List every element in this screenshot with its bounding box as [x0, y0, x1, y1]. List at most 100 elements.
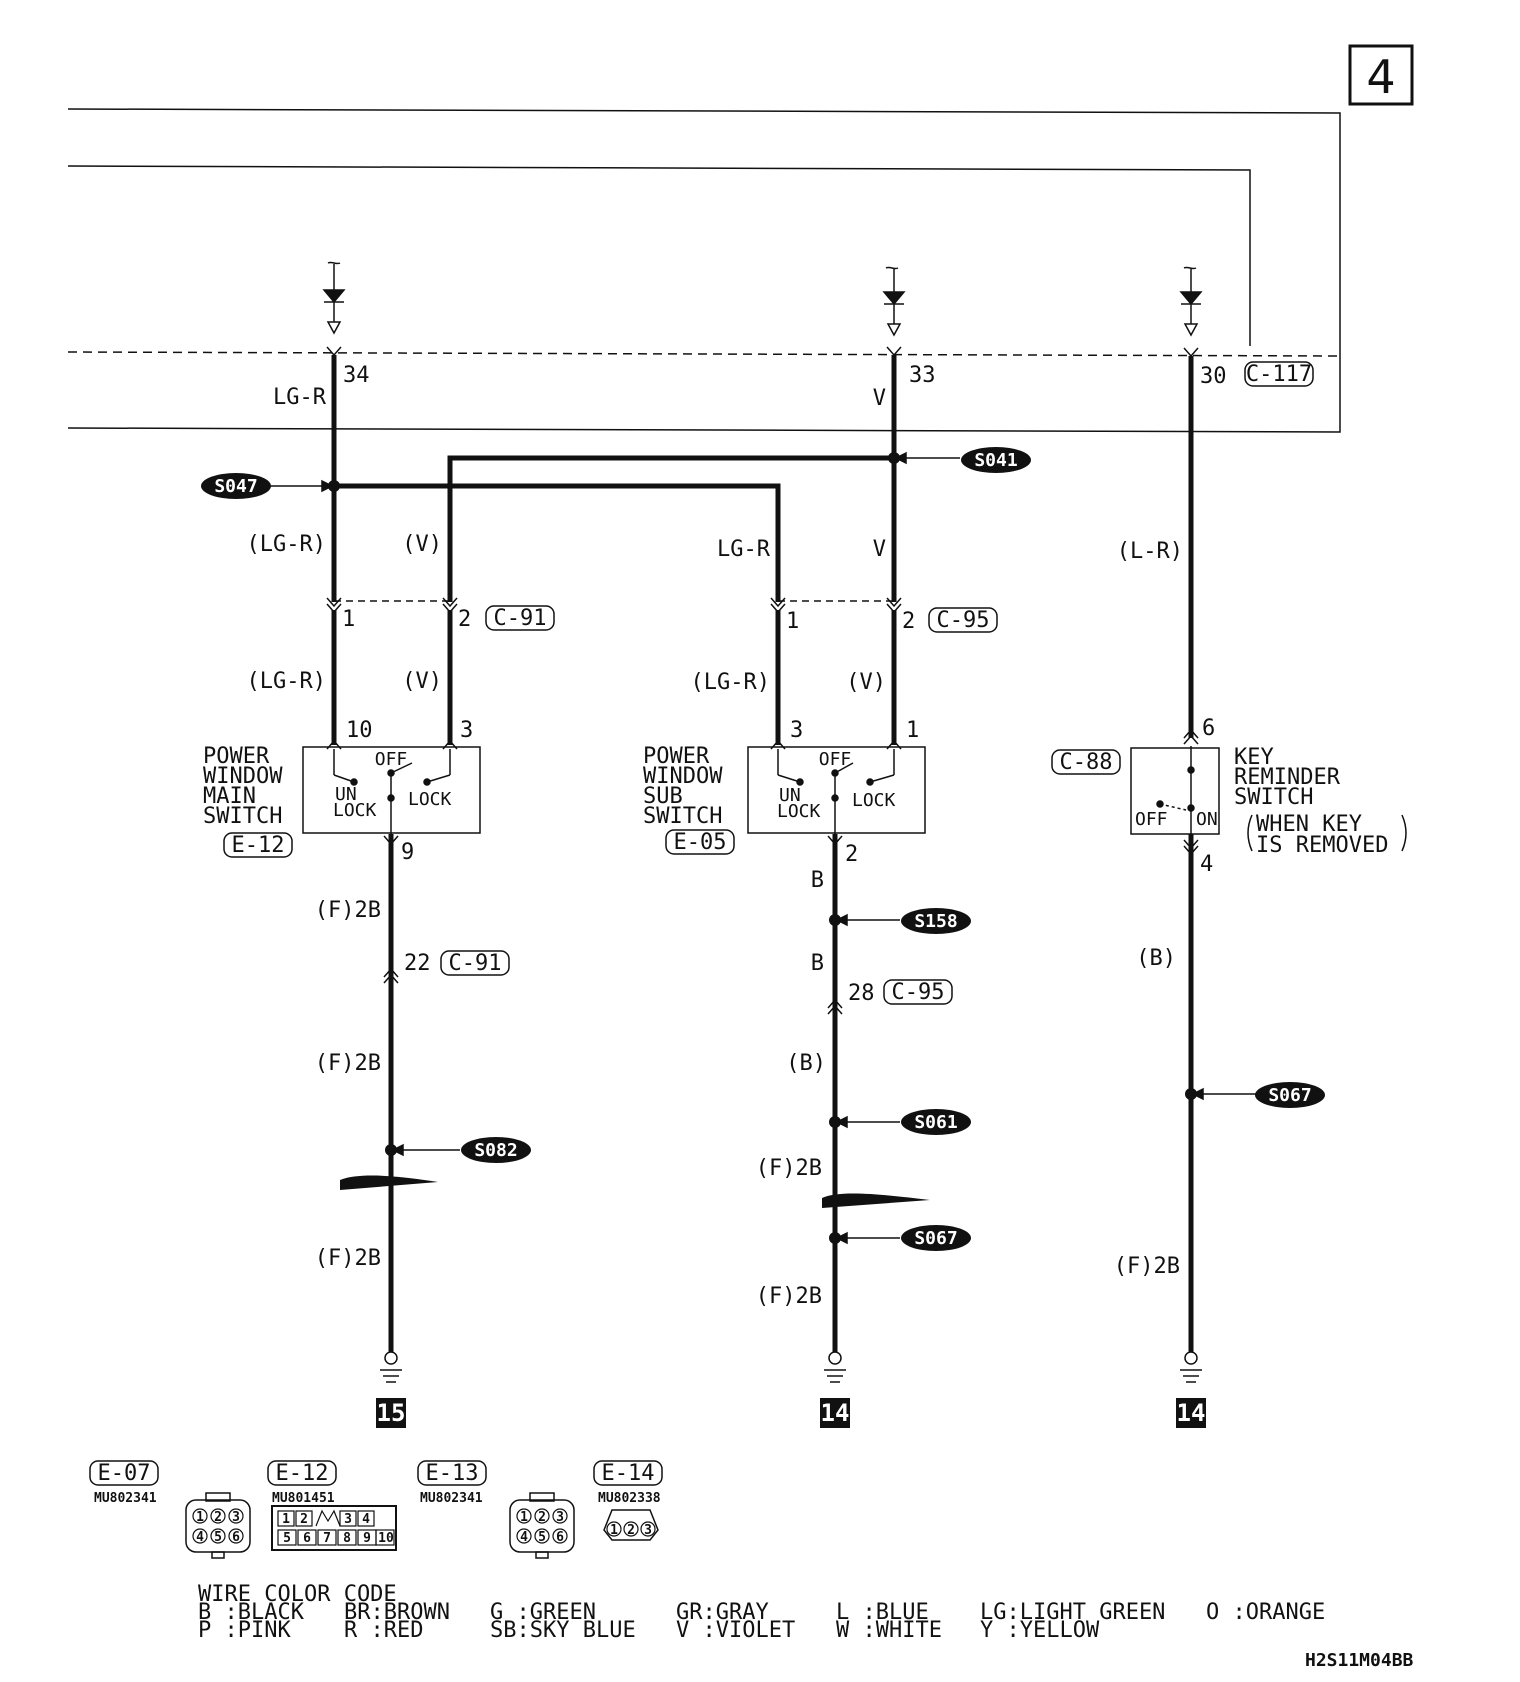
connector-c91-b: C-91 [440, 950, 510, 976]
key-wire-f2b: (F)2B [1114, 1254, 1180, 1279]
svg-text:LOCK: LOCK [777, 801, 821, 822]
svg-text:WINDOW: WINDOW [203, 764, 283, 789]
key-switch-pin-6: 6 [1202, 716, 1215, 741]
svg-text:3: 3 [556, 1510, 564, 1525]
sub-switch-pin-3: 3 [790, 718, 803, 743]
wire-label-sub-v-upper: V [873, 537, 886, 562]
svg-text:L :BLUE: L :BLUE [836, 1600, 929, 1625]
wire-label-lg-r-lower: (LG-R) [247, 669, 326, 694]
splice-s041: S041 [961, 447, 1031, 473]
main-switch-pin-3: 3 [460, 718, 473, 743]
main-wire-f2b-1: (F)2B [315, 898, 381, 923]
svg-text:1: 1 [282, 1512, 290, 1527]
ground-point-main: 15 [376, 1398, 406, 1428]
svg-text:POWER: POWER [643, 744, 710, 769]
wire-label-v-upper: (V) [402, 532, 442, 557]
wire-label-sub-v-lower: (V) [846, 670, 886, 695]
svg-text:UN: UN [779, 785, 801, 806]
main-pin-22: 22 [404, 951, 431, 976]
main-switch-pin-9: 9 [401, 840, 414, 865]
svg-text:E-13: E-13 [426, 1461, 479, 1486]
svg-text:MU801451: MU801451 [272, 1491, 335, 1506]
splice-dots [328, 452, 1197, 1244]
svg-text:MAIN: MAIN [203, 784, 256, 809]
main-wire-f2b-3: (F)2B [315, 1246, 381, 1271]
wire-label-lg-r-top: LG-R [273, 385, 327, 410]
pin-34: 34 [343, 363, 370, 388]
pin-c95-2: 2 [902, 609, 915, 634]
ground-point-sub: 14 [820, 1398, 850, 1428]
svg-text:GR:GRAY: GR:GRAY [676, 1600, 769, 1625]
connector-view-e07: E-07 MU802341 1 2 3 4 5 6 [89, 1460, 251, 1559]
pin-c91-2: 2 [458, 607, 471, 632]
drawing-code: H2S11M04BB [1305, 1650, 1414, 1671]
svg-text:C-95: C-95 [937, 608, 990, 633]
diode-30 [1179, 266, 1203, 337]
splice-s047: S047 [201, 473, 271, 499]
pin-c91-1: 1 [342, 607, 355, 632]
sub-wire-f2b-1: (F)2B [756, 1156, 822, 1181]
svg-text:E-14: E-14 [602, 1461, 655, 1486]
terminal-chevrons [326, 346, 1199, 1015]
connector-e05: E-05 [665, 829, 735, 855]
svg-text:C-88: C-88 [1060, 750, 1113, 775]
svg-text:OFF: OFF [375, 749, 408, 770]
svg-text:LOCK: LOCK [852, 790, 896, 811]
splice-s067-key: S067 [1255, 1082, 1325, 1108]
svg-text:5: 5 [214, 1530, 222, 1545]
pin-30: 30 [1200, 364, 1227, 389]
wire-label-sub-lg-r-upper: LG-R [717, 537, 771, 562]
sub-wire-b-3: (B) [786, 1051, 826, 1076]
svg-text:8: 8 [343, 1531, 351, 1546]
svg-text:5: 5 [283, 1531, 291, 1546]
svg-text:POWER: POWER [203, 744, 270, 769]
wire-s041-to-main [447, 455, 894, 602]
svg-text:W :WHITE: W :WHITE [836, 1618, 942, 1643]
svg-text:10: 10 [378, 1531, 394, 1546]
svg-text:S067: S067 [914, 1228, 957, 1249]
splice-s082: S082 [461, 1137, 531, 1163]
svg-text:14: 14 [1177, 1399, 1206, 1427]
splice-arrows [270, 451, 1256, 1245]
svg-text:9: 9 [363, 1531, 371, 1546]
svg-text:G :GREEN: G :GREEN [490, 1600, 596, 1625]
svg-text:P :PINK: P :PINK [198, 1618, 291, 1643]
svg-text:C-117: C-117 [1246, 362, 1312, 387]
svg-text:2: 2 [538, 1510, 546, 1525]
svg-text:6: 6 [556, 1530, 564, 1545]
wire-color-code-legend: WIRE COLOR CODE B :BLACK BR:BROWN G :GRE… [198, 1582, 1325, 1643]
power-window-sub-switch: 3 1 POWER WINDOW SUB SWITCH OFF UN LOCK … [643, 718, 926, 867]
connector-c88: C-88 [1051, 749, 1121, 775]
sub-wire-b-2: B [811, 951, 824, 976]
svg-text:SWITCH: SWITCH [203, 804, 282, 829]
key-reminder-switch: 6 C-88 OFF ON KEY REMINDER SWITCH WHEN K… [1051, 716, 1407, 877]
svg-text:5: 5 [538, 1530, 546, 1545]
svg-text:6: 6 [232, 1530, 240, 1545]
svg-text:MU802338: MU802338 [598, 1491, 661, 1506]
connector-c95-a: C-95 [928, 607, 998, 633]
svg-text:C-91: C-91 [449, 951, 502, 976]
svg-text:R :RED: R :RED [344, 1618, 423, 1643]
svg-text:E-12: E-12 [276, 1461, 329, 1486]
svg-text:2: 2 [214, 1510, 222, 1525]
key-switch-pin-4: 4 [1200, 852, 1213, 877]
sub-wire-f2b-2: (F)2B [756, 1284, 822, 1309]
svg-text:S041: S041 [974, 450, 1017, 471]
svg-text:1: 1 [196, 1510, 204, 1525]
svg-text:4: 4 [196, 1530, 204, 1545]
wire-label-sub-lg-r-lower: (LG-R) [691, 670, 770, 695]
svg-text:S047: S047 [214, 476, 257, 497]
svg-text:S158: S158 [914, 911, 957, 932]
splice-s061: S061 [901, 1109, 971, 1135]
svg-text:KEY: KEY [1234, 745, 1274, 770]
svg-text:IS REMOVED: IS REMOVED [1256, 833, 1388, 858]
svg-text:UN: UN [335, 784, 357, 805]
ground-symbols [380, 1351, 1202, 1383]
splice-s158: S158 [901, 908, 971, 934]
svg-text:OFF: OFF [1135, 809, 1168, 830]
svg-text:SB:SKY BLUE: SB:SKY BLUE [490, 1618, 636, 1643]
connector-e12: E-12 [223, 832, 293, 858]
svg-text:3: 3 [344, 1512, 352, 1527]
page-number-box [1348, 44, 1414, 106]
